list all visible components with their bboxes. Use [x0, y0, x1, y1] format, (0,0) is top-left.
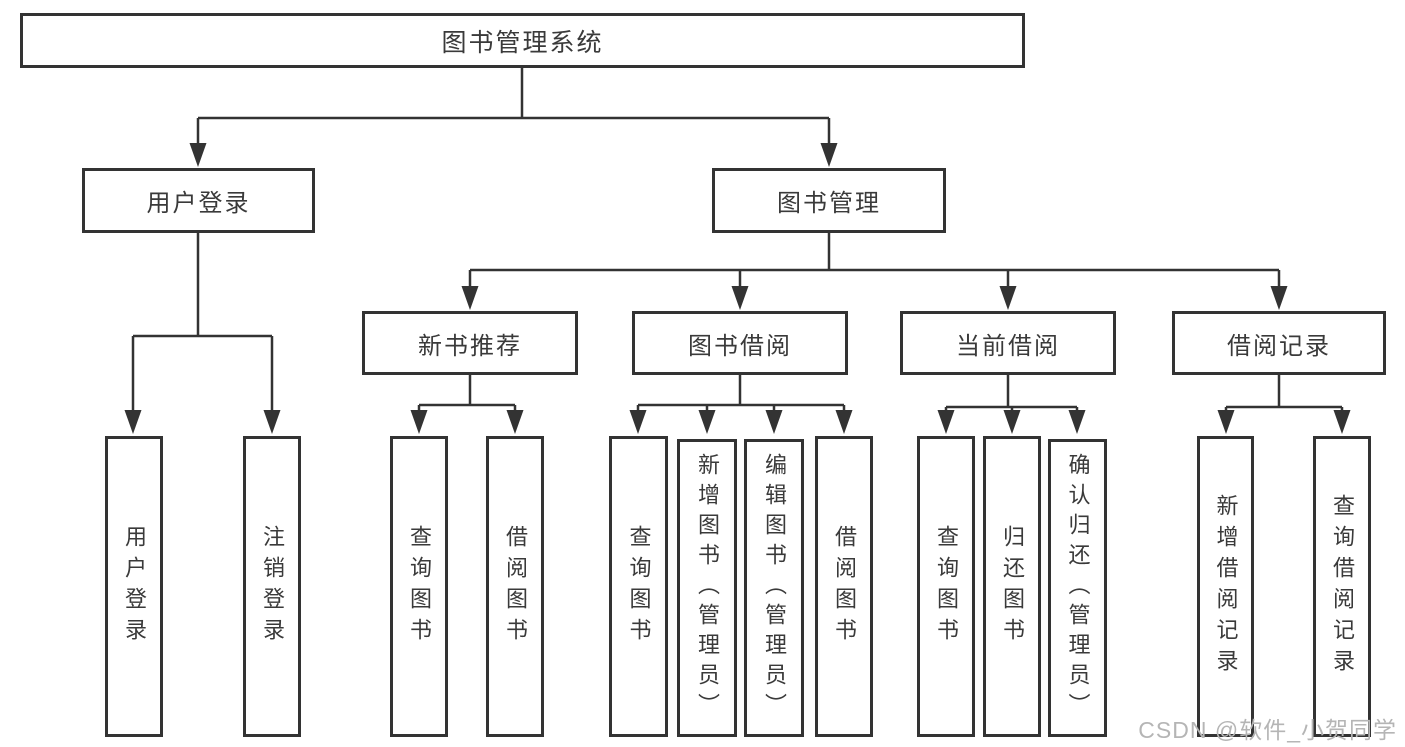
node-book-borrowing: 图书借阅: [632, 311, 848, 375]
node-new-book-recommend-label: 新书推荐: [418, 332, 522, 360]
leaf-add-book-admin: 新增图书（管理员）: [677, 439, 737, 737]
leaf-borrow-book-recommend-label: 借阅图书: [503, 524, 528, 649]
leaf-confirm-return-admin-label: 确认归还（管理员）: [1065, 453, 1091, 723]
csdn-watermark: CSDN @软件_小贺同学: [1138, 717, 1397, 743]
leaf-return-book-label: 归还图书: [1000, 524, 1025, 649]
leaf-borrow-book-recommend: 借阅图书: [486, 436, 544, 737]
node-borrowing-records-label: 借阅记录: [1227, 332, 1331, 360]
node-book-management: 图书管理: [712, 168, 946, 233]
leaf-add-book-admin-label: 新增图书（管理员）: [695, 453, 720, 723]
leaf-add-borrow-record: 新增借阅记录: [1197, 436, 1254, 737]
node-book-borrowing-label: 图书借阅: [688, 332, 792, 360]
node-user-login-label: 用户登录: [146, 190, 251, 217]
leaf-query-book-recommend: 查询图书: [390, 436, 448, 737]
connector-borrow-to-leaves: [636, 375, 846, 413]
leaf-query-book-recommend-label: 查询图书: [407, 524, 432, 649]
leaf-edit-book-admin-label: 编辑图书（管理员）: [762, 453, 787, 723]
connector-mgmt-to-level3: [468, 233, 1281, 290]
node-user-login: 用户登录: [82, 168, 315, 233]
node-borrowing-records: 借阅记录: [1172, 311, 1386, 375]
node-current-borrowing-label: 当前借阅: [956, 332, 1060, 360]
leaf-query-book-borrowing-label: 查询图书: [626, 524, 652, 649]
leaf-user-login-label: 用户登录: [122, 524, 147, 649]
connector-login-to-leaves: [131, 233, 274, 413]
leaf-edit-book-admin: 编辑图书（管理员）: [744, 439, 804, 737]
node-book-management-label: 图书管理: [777, 190, 881, 217]
leaf-query-book-current: 查询图书: [917, 436, 975, 737]
leaf-query-book-borrowing: 查询图书: [609, 436, 668, 737]
connector-rec-to-leaves: [417, 375, 517, 413]
leaf-query-borrow-record: 查询借阅记录: [1313, 436, 1371, 737]
leaf-query-book-current-label: 查询图书: [934, 524, 959, 649]
connector-records-to-leaves: [1224, 375, 1344, 413]
node-new-book-recommend: 新书推荐: [362, 311, 578, 375]
leaf-borrow-book-borrowing-label: 借阅图书: [832, 524, 857, 649]
leaf-confirm-return-admin: 确认归还（管理员）: [1048, 439, 1107, 737]
leaf-user-login: 用户登录: [105, 436, 163, 737]
node-current-borrowing: 当前借阅: [900, 311, 1116, 375]
leaf-logout: 注销登录: [243, 436, 301, 737]
leaf-query-borrow-record-label: 查询借阅记录: [1330, 493, 1355, 680]
connector-current-to-leaves: [944, 375, 1079, 413]
leaf-add-borrow-record-label: 新增借阅记录: [1213, 493, 1239, 680]
node-library-system-label: 图书管理系统: [441, 28, 604, 57]
leaf-return-book: 归还图书: [983, 436, 1041, 737]
node-library-system: 图书管理系统: [20, 13, 1025, 68]
connector-root-to-level2: [196, 68, 831, 146]
leaf-logout-label: 注销登录: [260, 524, 285, 649]
leaf-borrow-book-borrowing: 借阅图书: [815, 436, 873, 737]
